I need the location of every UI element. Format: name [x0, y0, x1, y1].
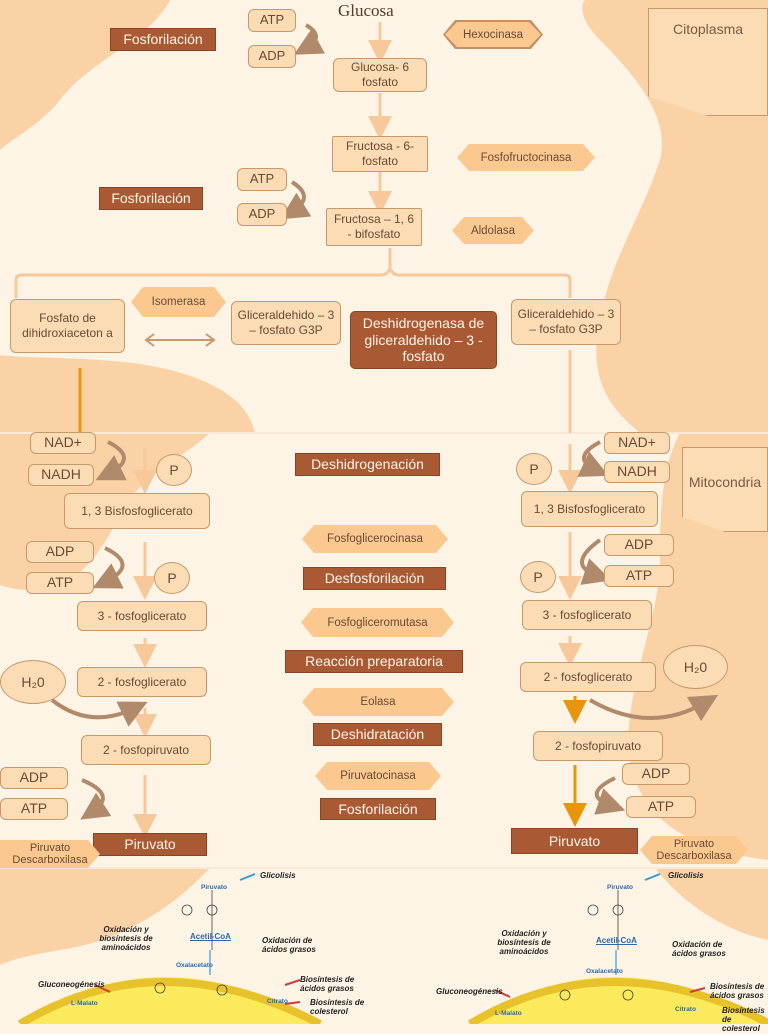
- krebs-left-biosintesis-ag: Biosíntesis de ácidos grasos: [300, 975, 355, 994]
- right-atp: ATP: [604, 565, 674, 587]
- piruvatocinasa-enzyme: Piruvatocinasa: [315, 762, 441, 790]
- right-nad: NAD+: [604, 432, 670, 454]
- left-atp: ATP: [26, 572, 94, 594]
- left-p2: P: [154, 562, 190, 594]
- right-adp-2: ADP: [622, 763, 690, 785]
- aldolasa-enzyme: Aldolasa: [452, 217, 534, 244]
- krebs-left-oxalacetato: Oxalacetato: [176, 962, 213, 969]
- left-adp: ADP: [26, 541, 94, 563]
- left-nadh: NADH: [28, 464, 94, 486]
- right-p1: P: [516, 453, 552, 485]
- page-title: Glucosa: [338, 1, 394, 20]
- left-adp-2: ADP: [0, 767, 68, 789]
- atp-1: ATP: [248, 9, 296, 32]
- left-p1: P: [156, 454, 192, 486]
- right-3-fosfoglicerato: 3 - fosfoglicerato: [522, 600, 652, 630]
- blob-bottom-right: [655, 868, 768, 940]
- right-piruvato: Piruvato: [511, 828, 638, 854]
- right-nadh: NADH: [604, 461, 670, 483]
- right-bisfosfoglicerato: 1, 3 Bisfosfoglicerato: [521, 491, 658, 527]
- left-3-fosfoglicerato: 3 - fosfoglicerato: [77, 601, 207, 631]
- deshidrogenacion-label: Deshidrogenación: [295, 453, 440, 476]
- adp-1: ADP: [248, 45, 296, 68]
- krebs-right-piruvato: Piruvato: [607, 884, 634, 891]
- left-piruvato: Piruvato: [93, 833, 207, 856]
- right-2-fosfopiruvato: 2 - fosfopiruvato: [533, 731, 663, 761]
- g3p-left: Gliceraldehido – 3 – fosfato G3P: [231, 301, 341, 345]
- right-atp-2: ATP: [626, 796, 696, 818]
- left-h2o: H₂0: [0, 660, 66, 704]
- krebs-left-malato: L-Malato: [71, 1000, 98, 1007]
- krebs-right-biosintesis-col: Biosíntesis de colesterol: [722, 1006, 765, 1034]
- reaccion-preparatoria-label: Reacción preparatoria: [285, 650, 463, 673]
- krebs-right-gluconeogenesis: Gluconeogénesis: [436, 987, 503, 996]
- krebs-right-glicolisis: Glicolisis: [668, 871, 704, 880]
- left-2-fosfoglicerato: 2 - fosfoglicerato: [77, 667, 207, 697]
- krebs-left-oxidacion-ag: Oxidación de ácidos grasos: [262, 936, 316, 955]
- enolasa-enzyme: Eolasa: [302, 688, 454, 716]
- isomerasa-enzyme: Isomerasa: [131, 287, 226, 317]
- fosforilacion-center-label: Fosforilación: [320, 798, 436, 820]
- left-2-fosfopiruvato: 2 - fosfopiruvato: [81, 735, 211, 765]
- krebs-right-oxidacion-aa: Oxidación y biosíntesis de aminoácidos: [497, 929, 551, 957]
- right-p2: P: [520, 561, 556, 593]
- deshidrogenasa-label: Deshidrogenasa de gliceraldehido – 3 - f…: [350, 311, 497, 369]
- krebs-right-oxidacion-ag: Oxidación de ácidos grasos: [672, 940, 726, 959]
- fosforilacion-1-label: Fosforilación: [110, 28, 216, 51]
- hexocinasa-enzyme: Hexocinasa: [445, 22, 541, 47]
- right-descarboxilasa: Piruvato Descarboxilasa: [640, 836, 748, 864]
- desfosforilacion-label: Desfosforilación: [303, 567, 446, 590]
- right-adp: ADP: [604, 534, 674, 556]
- krebs-right: [467, 873, 768, 1024]
- glucosa-6-fosfato: Glucosa- 6 fosfato: [333, 58, 427, 92]
- krebs-left-biosintesis-col: Biosíntesis de colesterol: [310, 998, 365, 1017]
- left-descarboxilasa: Piruvato Descarboxilasa: [0, 840, 100, 868]
- fructosa-1-6-bifosfato: Fructosa – 1, 6 - bifosfato: [326, 208, 422, 246]
- krebs-right-malato: L-Malato: [495, 1010, 522, 1017]
- deshidratacion-label: Deshidratación: [313, 723, 442, 746]
- krebs-left-oxidacion-aa: Oxidación y biosíntesis de aminoácidos: [99, 925, 153, 953]
- krebs-left-piruvato: Piruvato: [201, 884, 228, 891]
- fosfogliceromutasa-enzyme: Fosfogliceromutasa: [301, 608, 454, 637]
- fosfofructocinasa-enzyme: Fosfofructocinasa: [457, 144, 595, 171]
- krebs-left-citrato: Citrato: [267, 998, 288, 1005]
- g3p-right: Gliceraldehido – 3 – fosfato G3P: [511, 299, 621, 345]
- krebs-left: [17, 873, 322, 1024]
- fosfato-dihidroxiacetona: Fosfato de dihidroxiaceton a: [10, 299, 125, 353]
- blob-top-left: [0, 0, 170, 150]
- krebs-left-glicolisis: Glicolisis: [260, 871, 296, 880]
- right-2-fosfoglicerato: 2 - fosfoglicerato: [520, 662, 656, 692]
- krebs-left-acetil: Acetil-CoA: [190, 932, 231, 941]
- fructosa-6-fosfato: Fructosa - 6- fosfato: [332, 136, 428, 172]
- krebs-right-citrato: Citrato: [675, 1006, 696, 1013]
- cytoplasm-label: Citoplasma: [648, 8, 768, 116]
- mitochondria-label: Mitocondria: [682, 447, 768, 532]
- fosforilacion-2-label: Fosforilación: [99, 187, 203, 210]
- krebs-left-gluconeogenesis: Gluconeogénesis: [38, 980, 105, 989]
- left-atp-2: ATP: [0, 798, 68, 820]
- blob-left-mid: [0, 355, 255, 433]
- krebs-right-oxalacetato: Oxalacetato: [586, 968, 623, 975]
- blob-bottom-left: [0, 868, 210, 965]
- left-nad: NAD+: [30, 432, 96, 454]
- left-bisfosfoglicerato: 1, 3 Bisfosfoglicerato: [64, 493, 210, 529]
- atp-2: ATP: [237, 168, 287, 191]
- krebs-right-acetil: Acetil-CoA: [596, 936, 637, 945]
- adp-2: ADP: [237, 203, 287, 226]
- krebs-right-biosintesis-ag: Biosíntesis de ácidos grasos: [710, 982, 765, 1001]
- right-h2o: H₂0: [663, 645, 728, 689]
- fosfoglicerocinasa-enzyme: Fosfoglicerocinasa: [302, 525, 448, 553]
